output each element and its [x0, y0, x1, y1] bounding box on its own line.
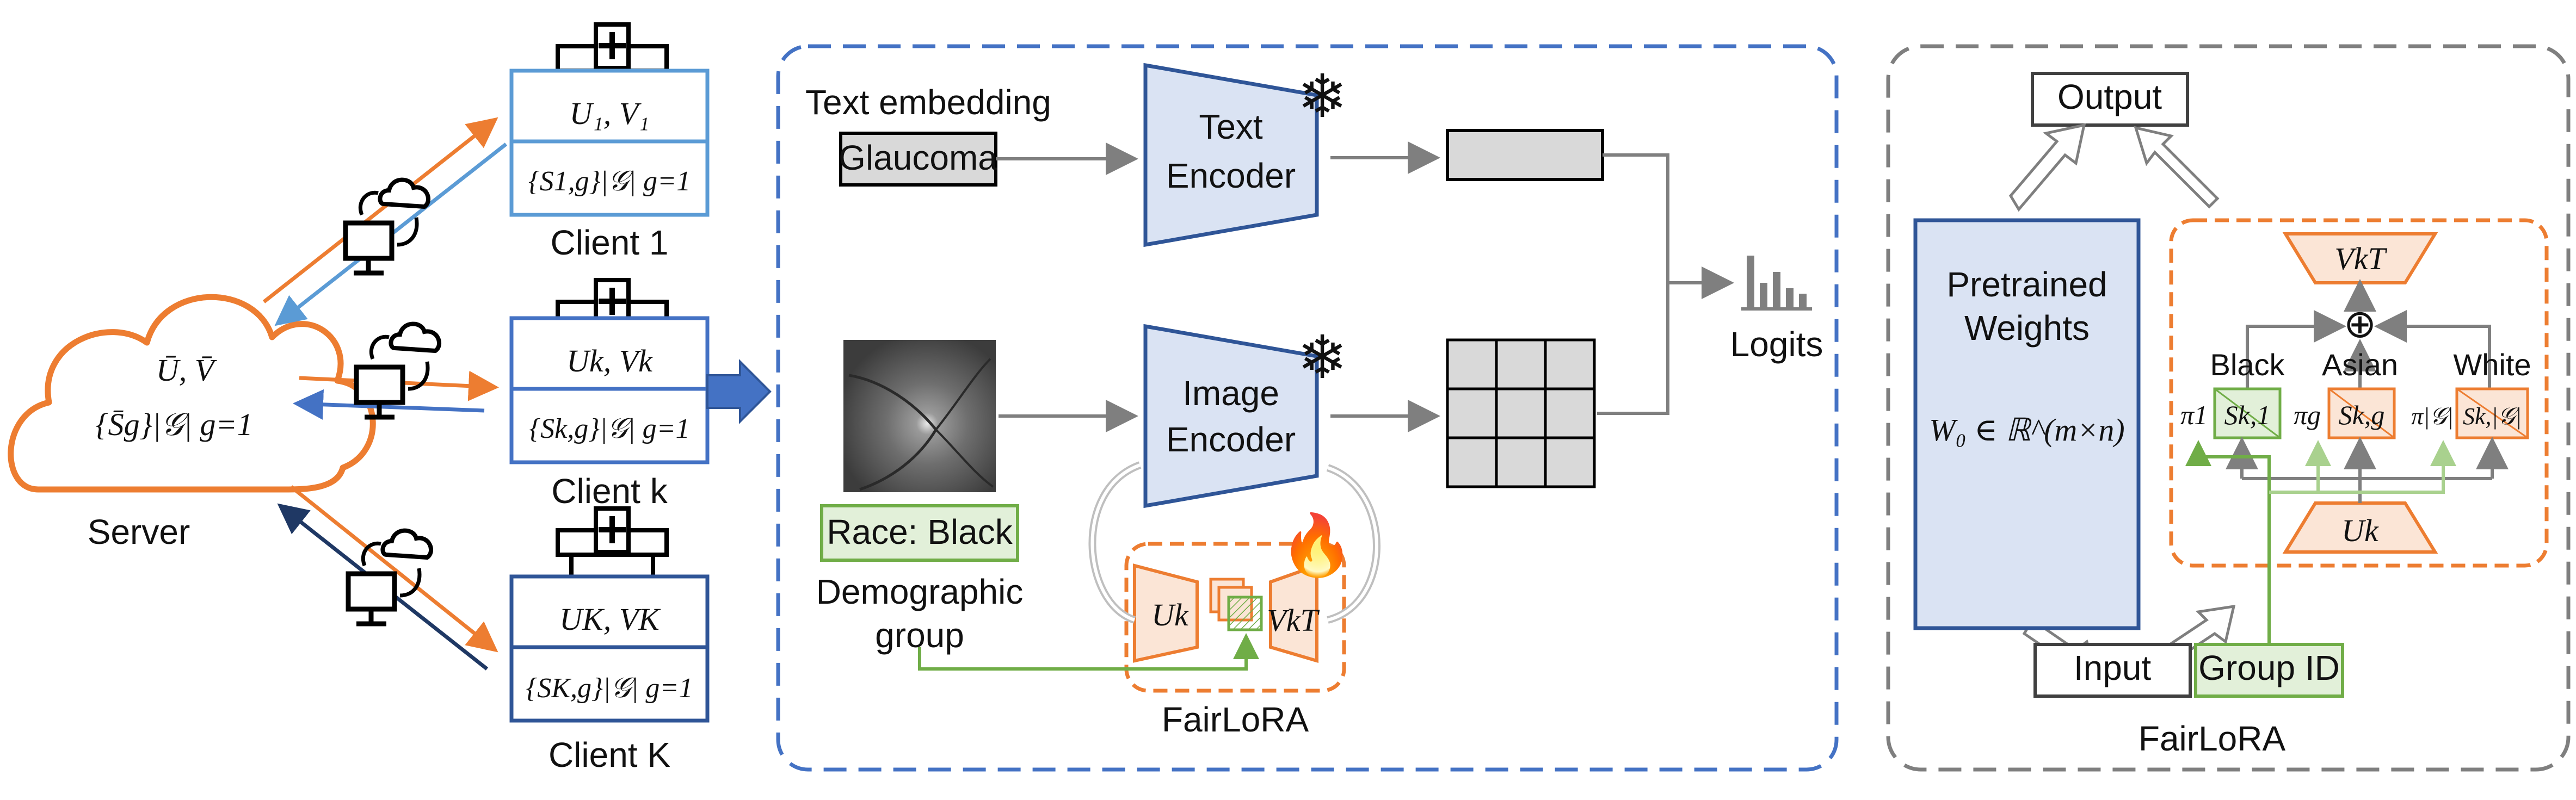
client-k-label: Client k: [551, 472, 668, 511]
pretrained-line1: Pretrained: [1946, 265, 2107, 304]
svg-text:Image: Image: [1182, 374, 1279, 413]
client-1-label: Client 1: [551, 223, 669, 262]
v-k-t: VkT: [1267, 603, 1320, 638]
client-K-s: {SK,g}|𝒢| g=1: [526, 673, 693, 704]
client-1-uv: U₁, V₁: [570, 96, 650, 131]
group-white-label: White: [2453, 348, 2531, 382]
server-s: {S̄g}|𝒢| g=1: [95, 407, 252, 442]
client-1-box: U₁, V₁ {S1,g}|𝒢| g=1: [509, 69, 710, 217]
text-encoder: Text Encoder: [1143, 63, 1319, 247]
server-cloud: Ū, V̄ {S̄g}|𝒢| g=1: [8, 294, 376, 493]
text-embedding-label: Text embedding: [805, 83, 1051, 122]
fairlora-module: [1124, 542, 1346, 693]
logits-label: Logits: [1730, 325, 1823, 364]
svg-text:Encoder: Encoder: [1166, 156, 1296, 195]
client-K-box: UK, VK {SK,g}|𝒢| g=1: [509, 574, 710, 723]
hospital-icon: [556, 22, 669, 92]
fairlora-label-middle: FairLoRA: [1162, 700, 1309, 739]
s-k-G: Sk,|𝒢|: [2463, 403, 2522, 430]
client-k-s: {Sk,g}|𝒢| g=1: [529, 413, 689, 444]
sync-icon: [346, 528, 434, 627]
pi-G: π|𝒢|: [2411, 403, 2454, 430]
svg-text:Text: Text: [1199, 107, 1263, 146]
group-asian-label: Asian: [2322, 348, 2398, 382]
image-feature-grid: [1446, 338, 1596, 488]
pi-1: π1: [2180, 400, 2208, 430]
u-k: Uk: [1151, 597, 1189, 632]
sync-icon: [343, 177, 431, 276]
server-label: Server: [88, 512, 190, 551]
image-encoder: Image Encoder: [1143, 324, 1319, 508]
client-K-label: Client K: [549, 735, 670, 774]
right-panel: [1886, 44, 2571, 772]
snowflake-icon: ❄: [1297, 324, 1347, 391]
client-K-uv: UK, VK: [559, 601, 661, 637]
group-black-label: Black: [2210, 348, 2285, 382]
input-label: Input: [2074, 648, 2152, 687]
group-id-label: Group ID: [2198, 648, 2340, 687]
block-arrow: [706, 359, 772, 424]
middle-panel: [776, 44, 1839, 772]
server-uv: Ū, V̄: [156, 352, 218, 388]
fairlora-region: [2169, 218, 2549, 568]
hospital-icon: [556, 506, 669, 576]
v-k-t-right: VkT: [2334, 241, 2387, 276]
fairlora-label-right: FairLoRA: [2139, 719, 2286, 758]
pi-g: πg: [2294, 400, 2321, 430]
glaucoma-label: Glaucoma: [839, 138, 997, 177]
client-1-s: {S1,g}|𝒢| g=1: [528, 166, 691, 197]
s-k-g: Sk,g: [2339, 400, 2385, 430]
svg-text:Encoder: Encoder: [1166, 420, 1296, 459]
race-label: Race: Black: [827, 512, 1013, 551]
sync-icon: [354, 321, 442, 420]
fire-icon: 🔥: [1280, 511, 1354, 579]
s-k-1: Sk,1: [2224, 400, 2271, 430]
text-feature-box: [1446, 129, 1604, 181]
fundus-image: [843, 340, 996, 492]
snowflake-icon: ❄: [1297, 63, 1347, 130]
output-label: Output: [2057, 77, 2162, 116]
demographic-label-1: Demographic: [816, 572, 1024, 611]
client-k-uv: Uk, Vk: [566, 343, 653, 379]
client-k-box: Uk, Vk {Sk,g}|𝒢| g=1: [509, 316, 710, 464]
u-k-right: Uk: [2341, 513, 2379, 548]
pretrained-line2: Weights: [1964, 308, 2090, 348]
w0-formula: W₀ ∈ ℝ^(m×n): [1929, 412, 2124, 448]
oplus-symbol: ⊕: [2344, 302, 2376, 346]
logits-icon: [1741, 256, 1812, 311]
